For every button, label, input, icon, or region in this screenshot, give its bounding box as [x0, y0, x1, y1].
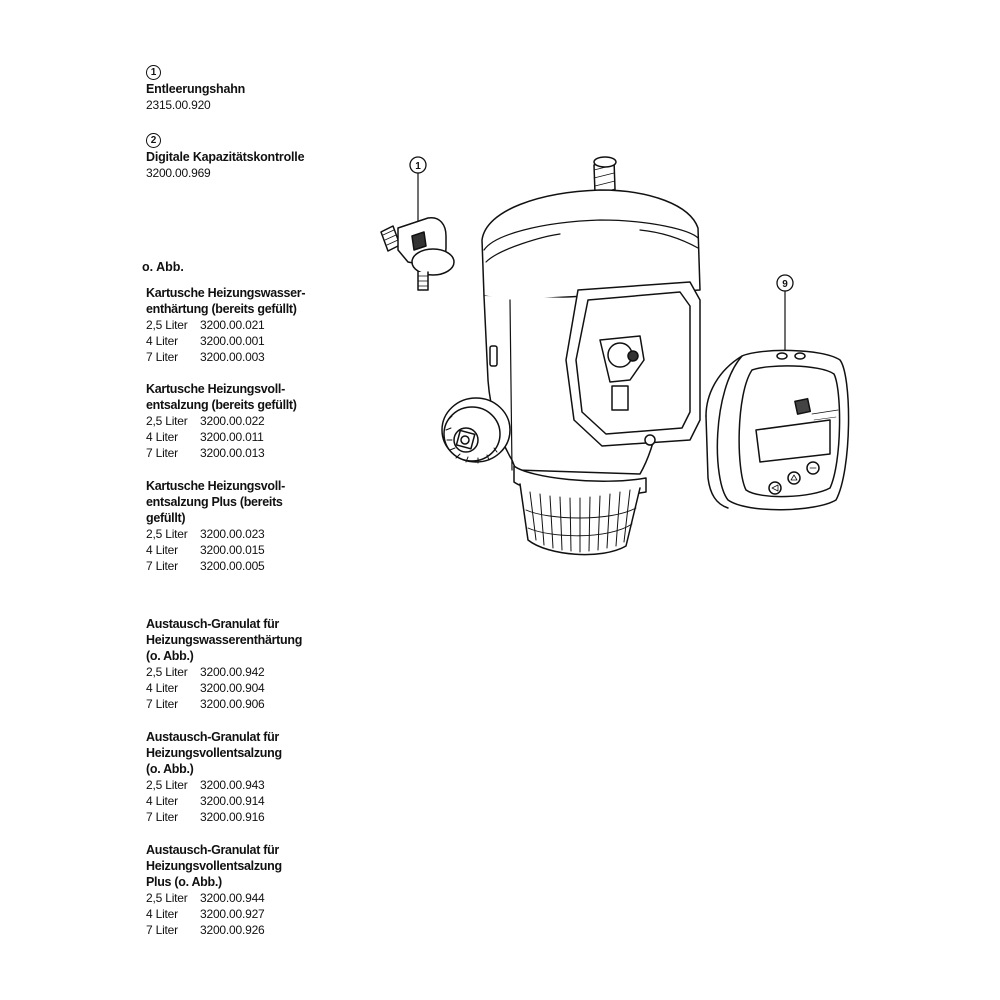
svg-text:1: 1: [415, 161, 421, 172]
item-number-badge: 2: [146, 133, 161, 148]
item-number-badge: 1: [146, 65, 161, 80]
product-group: Kartusche Heizungsvoll-entsalzung (berei…: [146, 381, 321, 461]
drain-valve-drawing: [380, 216, 455, 291]
group-title: Kartusche Heizungsvoll-entsalzung (berei…: [146, 382, 297, 412]
group-title: Kartusche Heizungswasser-enthärtung (ber…: [146, 286, 306, 316]
not-shown-label: o. Abb.: [142, 260, 184, 274]
product-group: Kartusche Heizungsvoll-entsalzung Plus (…: [146, 478, 321, 574]
item-title: Entleerungshahn: [146, 82, 246, 96]
group-title: Kartusche Heizungsvoll-entsalzung Plus (…: [146, 479, 285, 525]
callout-1: 1: [409, 156, 427, 229]
svg-text:9: 9: [782, 279, 788, 290]
filter-head-drawing: [441, 156, 701, 556]
product-illustration: 1 9: [380, 156, 850, 556]
item-title: Digitale Kapazitätskontrolle: [146, 150, 305, 164]
product-group: Kartusche Heizungswasser-enthärtung (ber…: [146, 285, 321, 365]
capacity-control-drawing: [705, 349, 850, 511]
item-article-number: 2315.00.920: [146, 98, 211, 112]
item-article-number: 3200.00.969: [146, 166, 211, 180]
